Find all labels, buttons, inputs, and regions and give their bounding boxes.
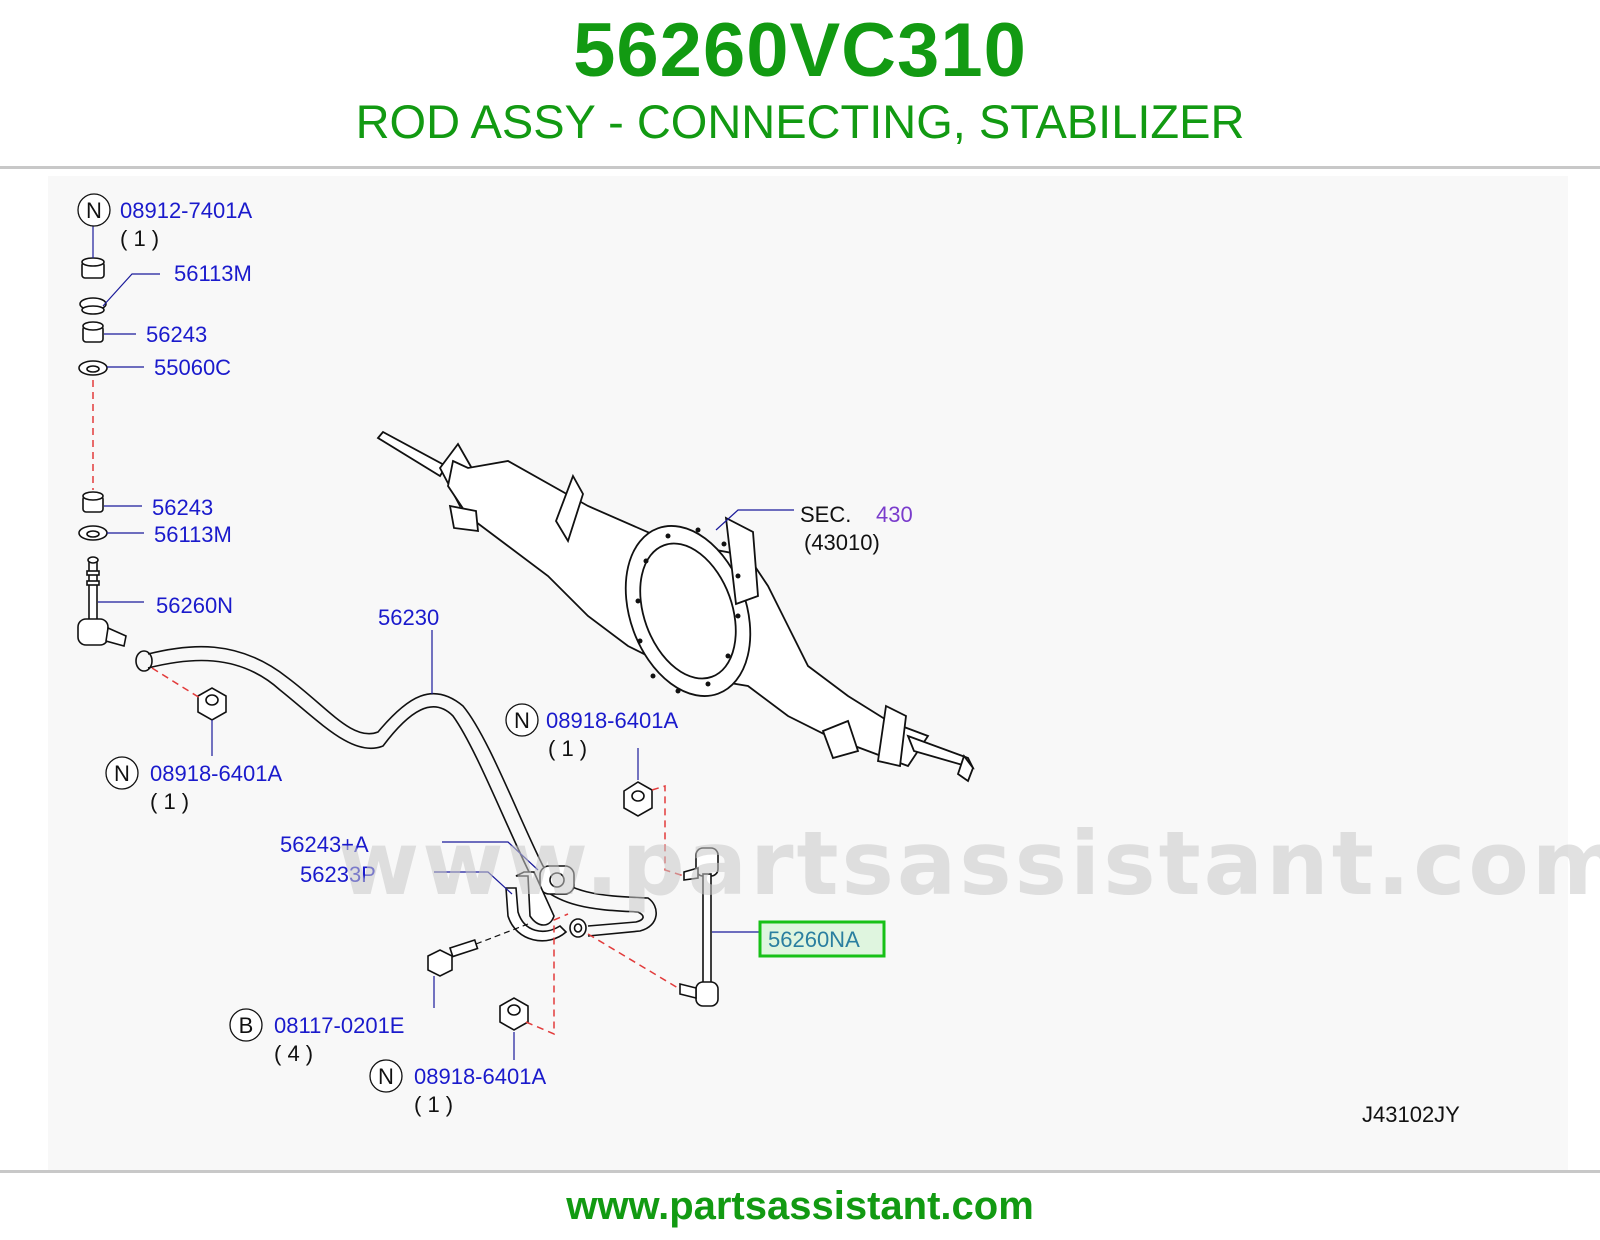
header: 56260VC310 ROD ASSY - CONNECTING, STABIL…: [0, 0, 1600, 168]
part-name-subtitle: ROD ASSY - CONNECTING, STABILIZER: [355, 95, 1245, 148]
n4-qty-label: ( 1 ): [414, 1092, 453, 1117]
left-nut: [197, 687, 227, 721]
part-label-56260na[interactable]: 56260NA: [768, 927, 860, 952]
part-label-56243-bottom[interactable]: 56243: [152, 495, 213, 520]
b-callout-letter: B: [239, 1013, 254, 1038]
callout-circles: [77, 193, 539, 1093]
footer-divider: [0, 1170, 1600, 1173]
n1-callout-letter: N: [86, 198, 102, 223]
rear-axle-housing: [376, 430, 975, 783]
part-label-56233p[interactable]: 56233P: [300, 862, 376, 887]
section-label-number[interactable]: 430: [876, 502, 913, 527]
n3-callout-letter: N: [114, 761, 130, 786]
section-label-sub: (43010): [804, 530, 880, 555]
b-qty-label: ( 4 ): [274, 1041, 313, 1066]
highlight-box: [758, 920, 886, 958]
n2-qty-label: ( 1 ): [548, 736, 587, 761]
n2-callout-letter: N: [514, 708, 530, 733]
n4-part-label[interactable]: 08918-6401A: [414, 1064, 546, 1089]
n3-qty-label: ( 1 ): [150, 789, 189, 814]
part-number-title: 56260VC310: [573, 8, 1027, 93]
bar-clamp: [505, 871, 568, 942]
n4-callout-letter: N: [378, 1064, 394, 1089]
section-label-prefix: SEC.: [800, 502, 851, 527]
footer-website-link[interactable]: www.partsassistant.com: [566, 1184, 1034, 1228]
header-divider: [0, 166, 1600, 169]
upper-bushing-stack: [78, 257, 108, 541]
n3-part-label[interactable]: 08918-6401A: [150, 761, 282, 786]
bolt: [427, 938, 479, 977]
n1-part-label[interactable]: 08912-7401A: [120, 198, 252, 223]
watermark: www.partsassistant.com: [338, 812, 1600, 915]
part-label-56260n[interactable]: 56260N: [156, 593, 233, 618]
leader-lines: [92, 226, 794, 1060]
part-label-56243-top[interactable]: 56243: [146, 322, 207, 347]
part-label-56113m-top[interactable]: 56113M: [174, 261, 252, 286]
part-label-55060c[interactable]: 55060C: [154, 355, 231, 380]
part-label-56113m-bottom[interactable]: 56113M: [154, 522, 232, 547]
diagram-area: N N N B N 08912-7401A ( 1 ) 56113M 56243…: [48, 176, 1600, 1170]
part-label-56230[interactable]: 56230: [378, 605, 439, 630]
b-part-label[interactable]: 08117-0201E: [274, 1013, 405, 1038]
n2-part-label[interactable]: 08918-6401A: [546, 708, 678, 733]
upper-right-nut: [623, 781, 653, 817]
left-connecting-rod: [77, 556, 127, 648]
reference-code: J43102JY: [1362, 1102, 1460, 1127]
axle-bolt-holes: [635, 527, 741, 694]
parts-diagram: N N N B N 08912-7401A ( 1 ) 56113M 56243…: [77, 193, 1460, 1127]
right-connecting-rod: [569, 847, 719, 1007]
lower-nut: [499, 997, 529, 1031]
bar-bushing: [539, 865, 575, 895]
left-dash-line: [151, 667, 201, 699]
highlighted-part[interactable]: 56260NA: [758, 920, 886, 958]
n1-qty-label: ( 1 ): [120, 226, 159, 251]
right-dash-lines: [525, 784, 685, 1036]
part-label-56243a[interactable]: 56243+A: [280, 832, 369, 857]
stabilizer-bar: [135, 645, 657, 937]
